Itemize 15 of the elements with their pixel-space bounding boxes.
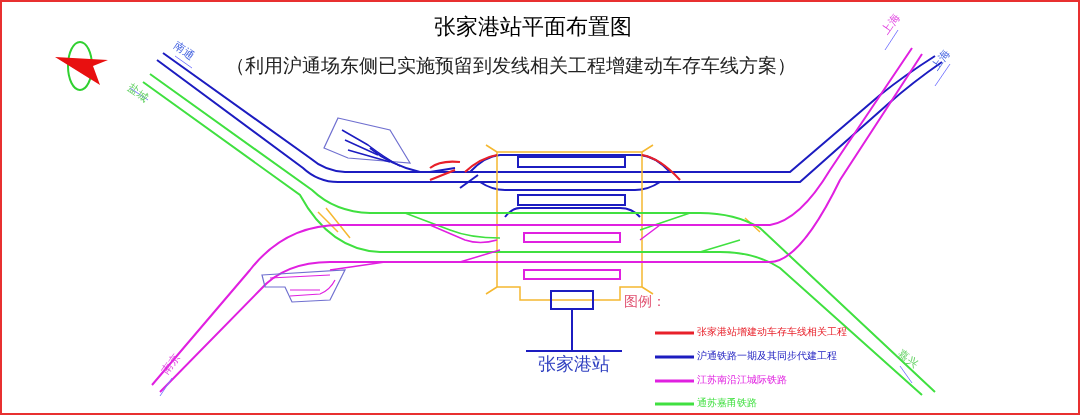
direction-label: 嘉兴 — [894, 348, 920, 371]
direction-label: 上海 — [880, 12, 903, 38]
legend-label: 沪通铁路一期及其同步代建工程 — [697, 350, 837, 362]
direction-label: 南通 — [170, 40, 196, 63]
station-name-label: 张家港站 — [526, 350, 622, 376]
subtitle: （利用沪通场东侧已实施预留到发线相关工程增建动车存车线方案） — [226, 55, 796, 77]
legend-title: 图例： — [624, 293, 666, 310]
direction-label: 上海 — [930, 48, 953, 74]
direction-label: 盐城 — [124, 82, 150, 105]
legend-label: 张家港站增建动车存车线相关工程 — [697, 326, 847, 338]
legend-label: 通苏嘉甬铁路 — [697, 397, 757, 409]
connector-line — [571, 309, 573, 351]
legend-label: 江苏南沿江城际铁路 — [697, 374, 787, 386]
diagram-title: 张家港站平面布置图 — [434, 14, 632, 40]
station-building-box — [550, 290, 594, 310]
